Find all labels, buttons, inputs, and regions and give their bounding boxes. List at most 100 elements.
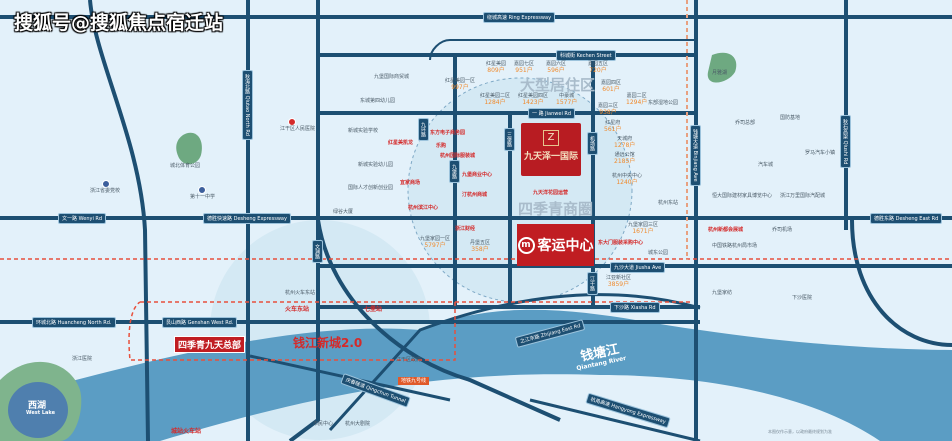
project-logo-icon: Z — [543, 130, 559, 146]
west-lake — [8, 382, 68, 438]
household-count: 358户 — [471, 246, 489, 253]
road-xiasha: 下沙路 Xiasha Rd — [610, 302, 660, 313]
household-count: 3859户 — [607, 281, 630, 288]
bus-center-block[interactable]: m 客运中心 — [517, 224, 594, 266]
park-chengbei — [176, 132, 202, 165]
station-qibao[interactable]: 七堡站 — [364, 306, 383, 313]
road-v4: 九堡路 — [449, 160, 460, 183]
road-wenyi: 文一路 Wenyi Rd — [58, 213, 107, 224]
household-count: 596户 — [547, 67, 565, 74]
project-marker[interactable]: Z 九天泽一国际 — [521, 123, 581, 176]
household-count: 1671户 — [632, 228, 654, 235]
household-name: 嘉园五区 — [588, 61, 609, 67]
poi-label: 杭州大剧院 — [345, 421, 371, 427]
poi-label: 城北体育公园 — [170, 163, 201, 169]
commercial-label: 汀杭州商城 — [462, 192, 488, 198]
lake-label-en: West Lake — [26, 410, 55, 416]
commercial-label: 九天洋花园运营 — [533, 190, 569, 196]
household-count: 1278户 — [614, 142, 636, 149]
household-name: 红星美园二区 — [480, 93, 511, 99]
road-jianwei: 一 路 Jianwei Rd — [528, 108, 576, 119]
road-far-east: 秋石高架 Qiushi Rd — [840, 115, 851, 169]
poi-label: 新城实验学校 — [348, 128, 379, 134]
household-name: 嘉园七区 — [514, 61, 535, 67]
road-east-vertical: 钱塘大道 Binjiang Ave — [690, 125, 701, 186]
metro-line-9 — [128, 301, 690, 361]
road-v3: 机场路 — [587, 132, 598, 155]
commercial-label: 九堡商业中心 — [462, 172, 493, 178]
metro-line-label: 地铁九号线 — [398, 377, 430, 385]
household-name: 中豪城 — [559, 93, 575, 99]
poi-label: 城东公园 — [648, 250, 669, 256]
poi-hospital-icon — [288, 118, 296, 126]
business-zone-label: 四季青商圈 — [518, 200, 594, 218]
household-count: 1577户 — [556, 99, 578, 106]
project-name: 九天泽一国际 — [523, 152, 578, 162]
household-count: 938户 — [599, 109, 617, 116]
household-name: 嘉园四区 — [601, 80, 622, 86]
household-count: 809户 — [487, 67, 505, 74]
road-desheng-east: 德胜东路 Desheng East Rd — [870, 213, 943, 224]
poi-label: 国防基地 — [780, 115, 801, 121]
poi-label: 浙江医院 — [72, 356, 93, 362]
station-east-railway[interactable]: 火车东站 — [285, 306, 310, 313]
household-count: 997户 — [451, 84, 469, 91]
poi-label: 中国铁路杭州局市场 — [712, 243, 758, 249]
poi-label: 乔司总部 — [735, 120, 756, 126]
commercial-label: 东方电子商务园 — [430, 130, 466, 136]
road-huancheng-north: 环城北路 Huancheng North Rd. — [32, 317, 116, 328]
qiantang-river — [0, 309, 952, 441]
household-name: 丹堡五区 — [470, 240, 491, 246]
poi-label: 汽车城 — [758, 162, 774, 168]
poi-label: 杭州火车东站 — [285, 290, 316, 296]
poi-label: 浙江财经 — [455, 226, 476, 232]
commercial-label: 杭州滨江中心 — [408, 205, 439, 211]
hq-label: 四季青九天总部 — [174, 336, 246, 353]
household-name: 天城府 — [617, 136, 633, 142]
household-name: 红星美园一区 — [445, 78, 476, 84]
commercial-label: 东大门服装采购中心 — [598, 240, 644, 246]
poi-school-icon — [102, 180, 110, 188]
household-name: 通远公馆 — [614, 152, 635, 158]
poi-label: 第十一中学 — [190, 194, 216, 200]
road-v5: 文渊路 — [312, 240, 323, 263]
residential-zone-label: 大型居住区 — [520, 76, 596, 94]
commercial-label: 宜家商场 — [400, 180, 421, 186]
poi-label: 浙江省委党校 — [90, 188, 121, 194]
poi-label: 九堡家纺 — [712, 290, 733, 296]
poi-label: 乔司机场 — [772, 227, 793, 233]
bus-center-label: 客运中心 — [537, 238, 594, 254]
road-v1: 九环路 — [418, 118, 429, 141]
station-chengzhan[interactable]: 城站火车站 — [171, 428, 202, 435]
household-name: 嘉园二区 — [626, 93, 647, 99]
household-count: 951户 — [515, 67, 533, 74]
household-name: 九堡家园一区 — [420, 236, 451, 242]
household-name: 嘉园六区 — [546, 61, 567, 67]
new-city-label: 钱江新城2.0 — [293, 336, 363, 350]
household-count: 1294户 — [626, 99, 648, 106]
road-genshan-west: 艮山西路 Genshan West Rd. — [162, 317, 238, 328]
poi-label: 九堡国际商贸城 — [374, 74, 410, 80]
household-count: 1284户 — [484, 99, 506, 106]
road-ring-expressway: 绕城高速 Ring Expressway — [483, 12, 556, 23]
poi-label: 罗马汽车小镇 — [805, 150, 836, 156]
poi-label: 绿谷大厦 — [333, 209, 354, 215]
poi-label: 杭州新都会展城 — [708, 227, 744, 233]
poi-label: 市民中心 — [313, 421, 334, 427]
